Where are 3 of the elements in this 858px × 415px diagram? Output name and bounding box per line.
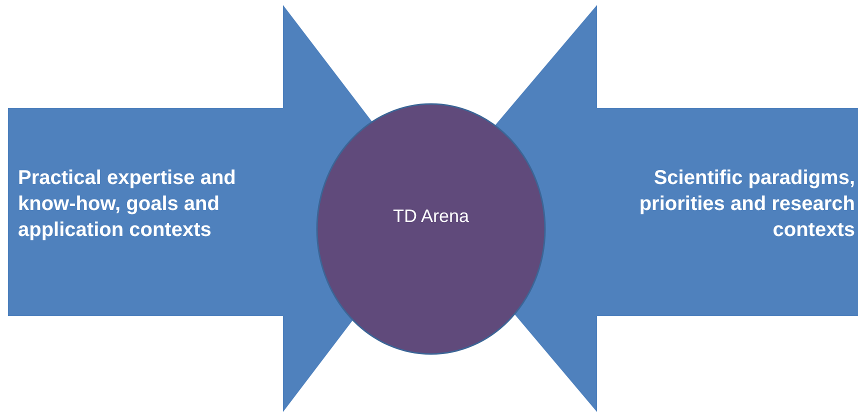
arrow-label: Practical expertise and know-how, goals and application contexts bbox=[18, 166, 237, 243]
ellipse-label: TD Arena bbox=[392, 205, 470, 228]
arrow-label: Scientific paradigms, priorities and research contexts bbox=[638, 166, 855, 243]
